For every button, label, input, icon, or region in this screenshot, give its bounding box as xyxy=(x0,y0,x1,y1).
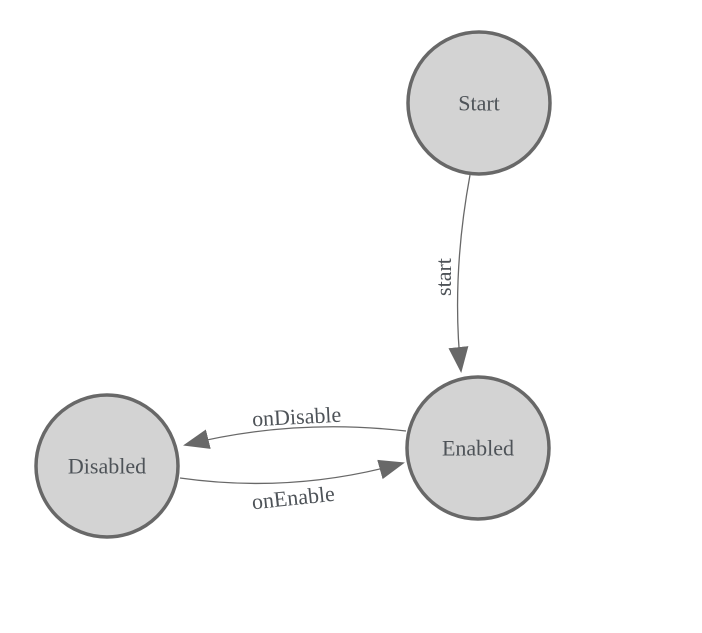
edge-start-to-enabled-path xyxy=(448,174,471,373)
edge-enabled-to-disabled-path xyxy=(183,426,407,449)
edge-label-ondisable: onDisable xyxy=(251,402,341,432)
state-node-disabled-circle xyxy=(34,393,180,539)
state-node-enabled[interactable]: Enabled xyxy=(405,375,551,521)
edge-disabled-to-enabled: onEnable xyxy=(179,459,405,515)
state-node-enabled-label: Enabled xyxy=(442,435,514,460)
edge-disabled-to-enabled-path xyxy=(179,459,405,485)
state-node-disabled[interactable]: Disabled xyxy=(34,393,180,539)
state-node-start[interactable]: Start xyxy=(406,30,552,176)
state-node-disabled-label: Disabled xyxy=(68,453,146,478)
edge-label-start: start xyxy=(431,258,456,296)
edge-enabled-to-disabled: onDisable xyxy=(183,402,407,449)
edge-start-to-enabled: start xyxy=(431,174,471,373)
state-node-start-label: Start xyxy=(458,90,500,115)
edge-label-onenable: onEnable xyxy=(251,481,336,515)
state-node-start-circle xyxy=(406,30,552,176)
state-node-enabled-circle xyxy=(405,375,551,521)
